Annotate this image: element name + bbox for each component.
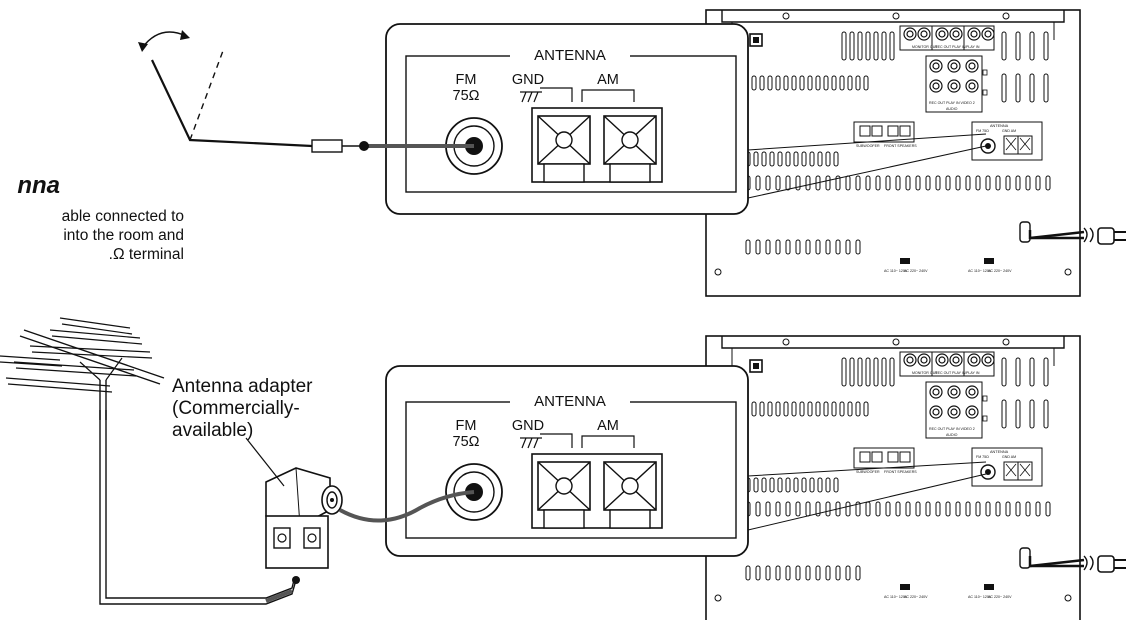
am-label-top: AM bbox=[597, 72, 619, 88]
antenna-inset-bottom: ANTENNA FM 75Ω GND AM bbox=[385, 365, 749, 557]
gnd-label-top: GND bbox=[512, 72, 544, 88]
fm-label-top: FM bbox=[456, 72, 477, 88]
inset-title-top: ANTENNA bbox=[534, 47, 606, 64]
bottom-diagram: ANTENNA FM 75Ω GND AM bbox=[0, 317, 1126, 620]
fm-impedance-bottom: 75Ω bbox=[453, 434, 480, 450]
instruction-line-3: Ω terminal. bbox=[108, 246, 184, 263]
section-heading: nna bbox=[17, 172, 60, 199]
adapter-note-line-3: available) bbox=[172, 420, 254, 441]
rooftop-antenna bbox=[0, 317, 165, 420]
inset-title-bottom: ANTENNA bbox=[534, 393, 606, 410]
antenna-adapter bbox=[245, 437, 343, 569]
power-plug-top bbox=[1028, 227, 1126, 245]
instruction-line-1: able connected to bbox=[61, 208, 184, 225]
feeder-antenna bbox=[138, 30, 313, 148]
fm-impedance-top: 75Ω bbox=[453, 88, 480, 104]
rear-panel-bottom bbox=[706, 336, 1080, 620]
antenna-inset-top: ANTENNA FM 75Ω GND AM bbox=[385, 23, 749, 215]
gnd-label-bottom: GND bbox=[512, 418, 544, 434]
am-label-bottom: AM bbox=[597, 418, 619, 434]
rear-panel-top bbox=[706, 10, 1080, 296]
power-plug-bottom bbox=[1028, 555, 1126, 573]
instruction-text: able connected to into the room and Ω te… bbox=[0, 207, 184, 264]
adapter-note: Antenna adapter (Commercially- available… bbox=[172, 376, 382, 442]
adapter-note-line-1: Antenna adapter bbox=[172, 376, 313, 397]
adapter-note-line-2: (Commercially- bbox=[172, 398, 300, 419]
top-diagram: ANTENNA FM 75Ω GND AM bbox=[138, 10, 1126, 296]
instruction-line-2: into the room and bbox=[63, 227, 184, 244]
fm-label-bottom: FM bbox=[456, 418, 477, 434]
